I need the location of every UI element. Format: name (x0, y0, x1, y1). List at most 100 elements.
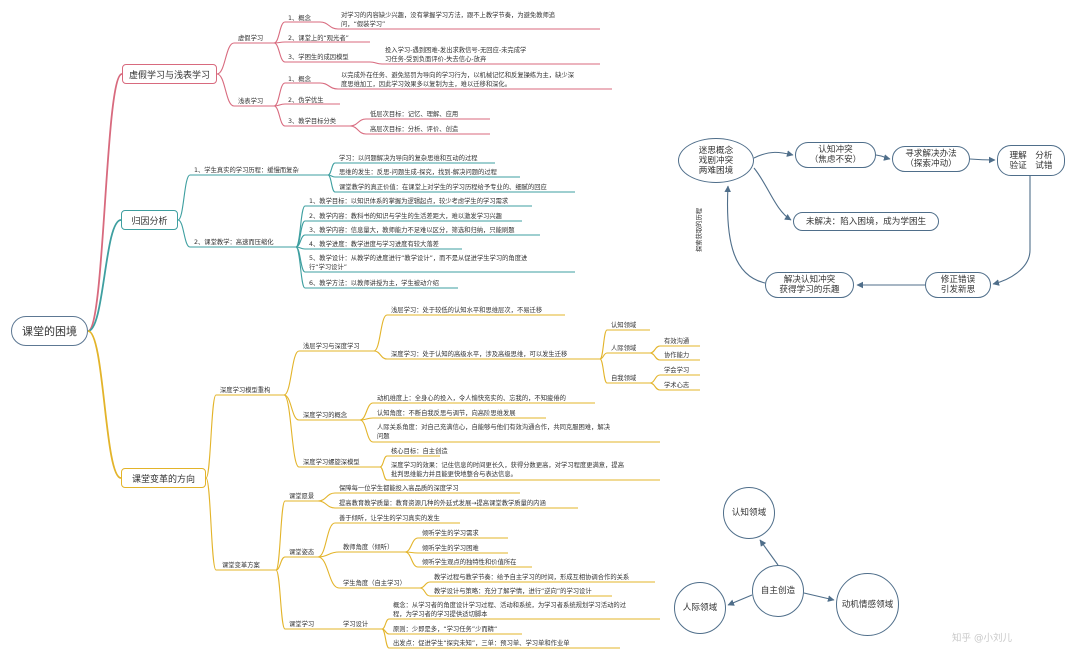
node-xuekun-desc-2: 习任务-受到负面评价-失去信心-放弃 (385, 56, 487, 63)
flow-box-lijie[interactable]: 理解 分析验证 试错 (997, 145, 1065, 176)
node-mubiao[interactable]: 3、教学目标分类 (288, 118, 337, 125)
node-deep: 深度学习：处于认知的高级水平，涉及高级思维，可以发生迁移 (391, 351, 568, 358)
node-stance[interactable]: 课堂姿态 (289, 549, 315, 556)
edge (177, 174, 191, 221)
edge (649, 382, 661, 391)
node-gainian[interactable]: 1、概念 (288, 15, 311, 22)
venn-arrow (759, 539, 779, 566)
node-gainian-desc-2: 问，“假装学习” (341, 21, 386, 28)
flow-box-chongtu[interactable]: 认知冲突（焦虑不安） (795, 142, 876, 168)
edge-root-gold (87, 330, 122, 479)
node-d2: 原则：少即是多，“学习任务”少而精“ (393, 626, 498, 633)
node-dicengci: 低层次目标：记忆、理解、应用 (370, 111, 459, 118)
flow-box-xunqiu[interactable]: 寻求解决办法（探索冲动） (892, 146, 970, 172)
branch-xujia[interactable]: 虚假学习与浅表学习 (122, 64, 217, 84)
node-weixue[interactable]: 2、伪学优生 (288, 97, 324, 104)
edge (319, 82, 339, 90)
venn-right[interactable]: 动机情感领域 (836, 573, 899, 636)
node-compare[interactable]: 浅层学习与深度学习 (303, 343, 360, 350)
node-renzhi: 认知领域 (611, 322, 637, 329)
node-d1b: 程，为学习者的学习提供适切脚本 (393, 611, 488, 618)
flow-box-mishi[interactable]: 迷思概念戏剧冲突两难困境 (678, 138, 754, 183)
node-d1a: 概念：从学习者的角度设计学习过程、活动和系统，为学习者系统规划学习活动的过 (393, 602, 626, 609)
flow-line: 引发新思 (940, 285, 976, 295)
branch-guiyin[interactable]: 归因分析 (121, 210, 178, 230)
edge (379, 466, 388, 481)
flow-box-xiuzheng[interactable]: 修正错误引发新思 (925, 272, 991, 298)
flow-line: （焦虑不安） (809, 155, 862, 165)
edge (205, 477, 217, 571)
node-a2-item-3: 3、教学内容：信息量大，教师能力不足难以区分，筛选和归纳，只能刷题 (309, 227, 515, 234)
flow-arrow (753, 150, 794, 159)
node-plan[interactable]: 课堂变革方案 (222, 562, 260, 569)
node-concept[interactable]: 深度学习的概念 (303, 412, 348, 419)
edge (649, 374, 661, 384)
node-c2: 认知角度：不断自我反思与调节，向高阶思维发展 (377, 410, 516, 417)
flow-arrow (992, 176, 1031, 286)
edge (359, 419, 374, 443)
venn-left[interactable]: 人际领域 (674, 582, 726, 634)
venn-top[interactable]: 认知领域 (723, 487, 775, 539)
node-qb-gainian[interactable]: 1、概念 (288, 76, 311, 83)
venn-label: 认知领域 (731, 508, 767, 518)
branch-fangxiang[interactable]: 课堂变革的方向 (121, 468, 206, 488)
node-learn[interactable]: 课堂学习 (289, 621, 315, 628)
edge (327, 162, 336, 176)
flow-vlabel: 探索获取的历程 (696, 207, 703, 252)
node-xuekun[interactable]: 3、学困生的成因模型 (288, 54, 349, 61)
venn-center[interactable]: 自主创造 (752, 565, 804, 617)
edge (404, 551, 419, 568)
edge (419, 581, 431, 589)
flow-box-weijiejue[interactable]: 未解决：陷入困境，成为学困生 (793, 212, 939, 231)
node-teacher[interactable]: 教师角度（倾听） (343, 544, 394, 551)
node-qb-desc-2: 度思维加工，因此学习效果多以复制为主，难以迁移和深化。 (341, 81, 512, 88)
edge (273, 21, 286, 44)
node-c1: 动机维度上：全身心的投入，令人愉快充实的、忘我的，不知疲倦的 (377, 395, 566, 402)
node-model[interactable]: 深度学习模型重构 (220, 387, 271, 394)
edge (649, 345, 661, 354)
branch-label: 课堂变革的方向 (131, 474, 195, 485)
edge (273, 105, 286, 127)
flow-line: 未解决：陷入困境，成为学困生 (805, 216, 927, 227)
node-d3: 出发点：促进学生“探究未知”，三单：预习单、学习单和作业单 (393, 640, 570, 647)
edge (419, 587, 431, 597)
edge (327, 174, 336, 193)
node-a2[interactable]: 2、课堂教学：高速而压缩化 (194, 239, 274, 246)
flow-box-jiejue[interactable]: 解决认知冲突获得学习的乐趣 (765, 272, 854, 298)
root-node[interactable]: 课堂的困境 (11, 316, 88, 346)
node-v1: 保障每一位学生都能投入高品质的深度学习 (339, 485, 459, 492)
edge (599, 358, 608, 384)
node-a2-item-1: 1、教学目标：以知识体系的掌握为逻辑起点，较少考虑学生的学习需求 (309, 198, 509, 205)
node-xuehui: 学会学习 (664, 367, 690, 374)
node-xujia[interactable]: 虚假学习 (238, 35, 264, 42)
edge (275, 569, 286, 630)
node-qianbiao[interactable]: 浅表学习 (238, 98, 264, 105)
edge-root-pink (87, 73, 123, 332)
node-zhong[interactable]: 深度学习螺旋深模型 (303, 459, 360, 466)
edge (317, 551, 340, 558)
node-t1: 倾听学生的学习需求 (422, 530, 479, 537)
node-c3a: 人际关系角度：对自己充满信心，自能够与他们有效沟通合作，共同克服困难，解决 (377, 424, 610, 431)
edge (273, 42, 286, 63)
node-student[interactable]: 学生角度（自主学习） (343, 580, 406, 587)
watermark: 知乎 @小刘儿 (952, 633, 1013, 644)
node-shallow: 浅层学习：处于较低的认知水平和思维层次，不易迁移 (391, 307, 543, 314)
edge (319, 21, 339, 30)
node-gainian-desc-1: 对学习的内容缺少兴趣，没有掌握学习方法，跟不上教学节奏，为避免教师追 (341, 12, 556, 19)
node-guangguang[interactable]: 2、课堂上的“观光者” (288, 35, 349, 42)
flow-line: 两难困境 (698, 165, 734, 176)
edge (349, 125, 367, 135)
node-vision[interactable]: 课堂愿景 (289, 493, 315, 500)
node-st2: 教学设计与策略：充分了解学情，进行“逆向”的学习设计 (434, 588, 592, 595)
flow-line: 获得学习的乐趣 (779, 285, 840, 295)
node-a2-item-2: 2、教学内容：教科书的知识与学生的生活差距大，难以激发学习兴趣 (309, 213, 502, 220)
edge (373, 314, 388, 352)
flow-arrow (753, 167, 792, 221)
node-t2: 倾听学生的学习困难 (422, 545, 479, 552)
edge (317, 556, 340, 589)
node-v2: 提高教育教学质量：教育资源几种的外延式发展→提高课堂教学质量的内涵 (339, 500, 546, 507)
node-design[interactable]: 学习设计 (343, 621, 369, 628)
node-a1[interactable]: 1、学生真实的学习历程：缓慢而复杂 (194, 167, 299, 174)
node-sd-b: 批判思维能力并且能更快地整合与表达信息。 (391, 471, 517, 478)
